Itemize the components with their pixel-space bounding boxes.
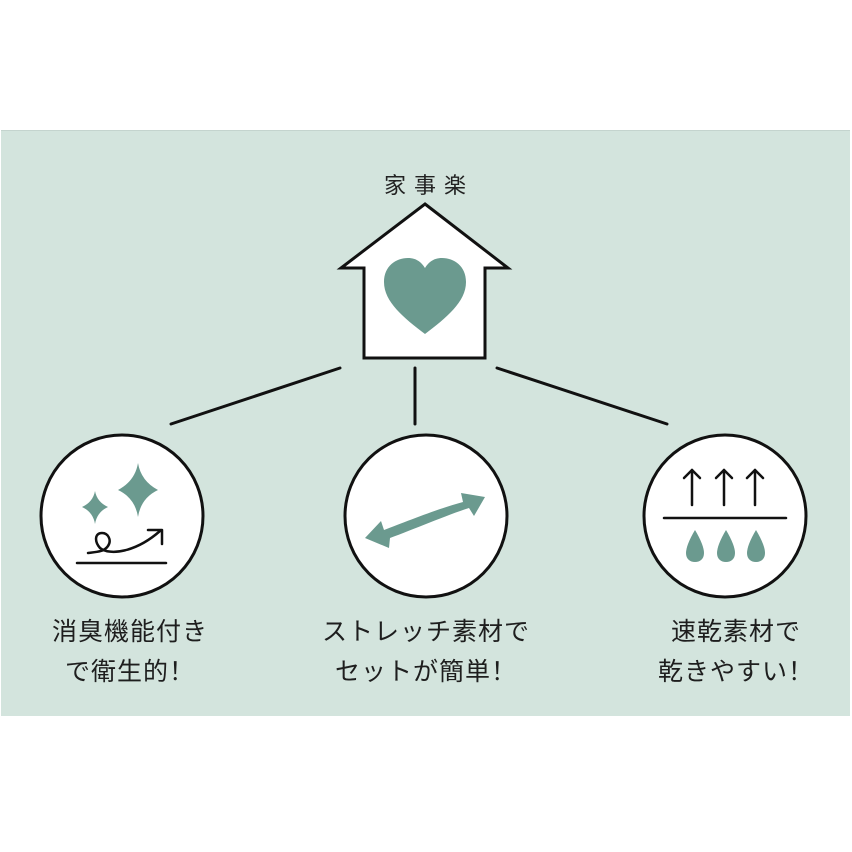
feature-label-line1: 速乾素材で	[670, 617, 801, 646]
feature-label-deodorize: 消臭機能付き で衛生的！	[0, 612, 260, 692]
feature-label-stretch: ストレッチ素材で セットが簡単！	[296, 612, 556, 692]
feature-label-line2: で衛生的！	[64, 657, 195, 686]
feature-label-line1: ストレッチ素材で	[321, 617, 530, 646]
feature-label-line2: 乾きやすい！	[657, 657, 814, 686]
feature-label-quick-dry: 速乾素材で 乾きやすい！	[606, 612, 852, 692]
connector-lines	[169, 366, 669, 426]
feature-label-line1: 消臭機能付き	[51, 617, 208, 646]
feature-label-line2: セットが簡単！	[334, 657, 517, 686]
diagram-title: 家事楽	[383, 174, 474, 199]
house-heart-icon	[336, 202, 513, 360]
sparkle-deodorize-icon	[39, 433, 205, 599]
stretch-arrow-icon	[343, 433, 509, 599]
quick-dry-icon	[642, 433, 808, 599]
